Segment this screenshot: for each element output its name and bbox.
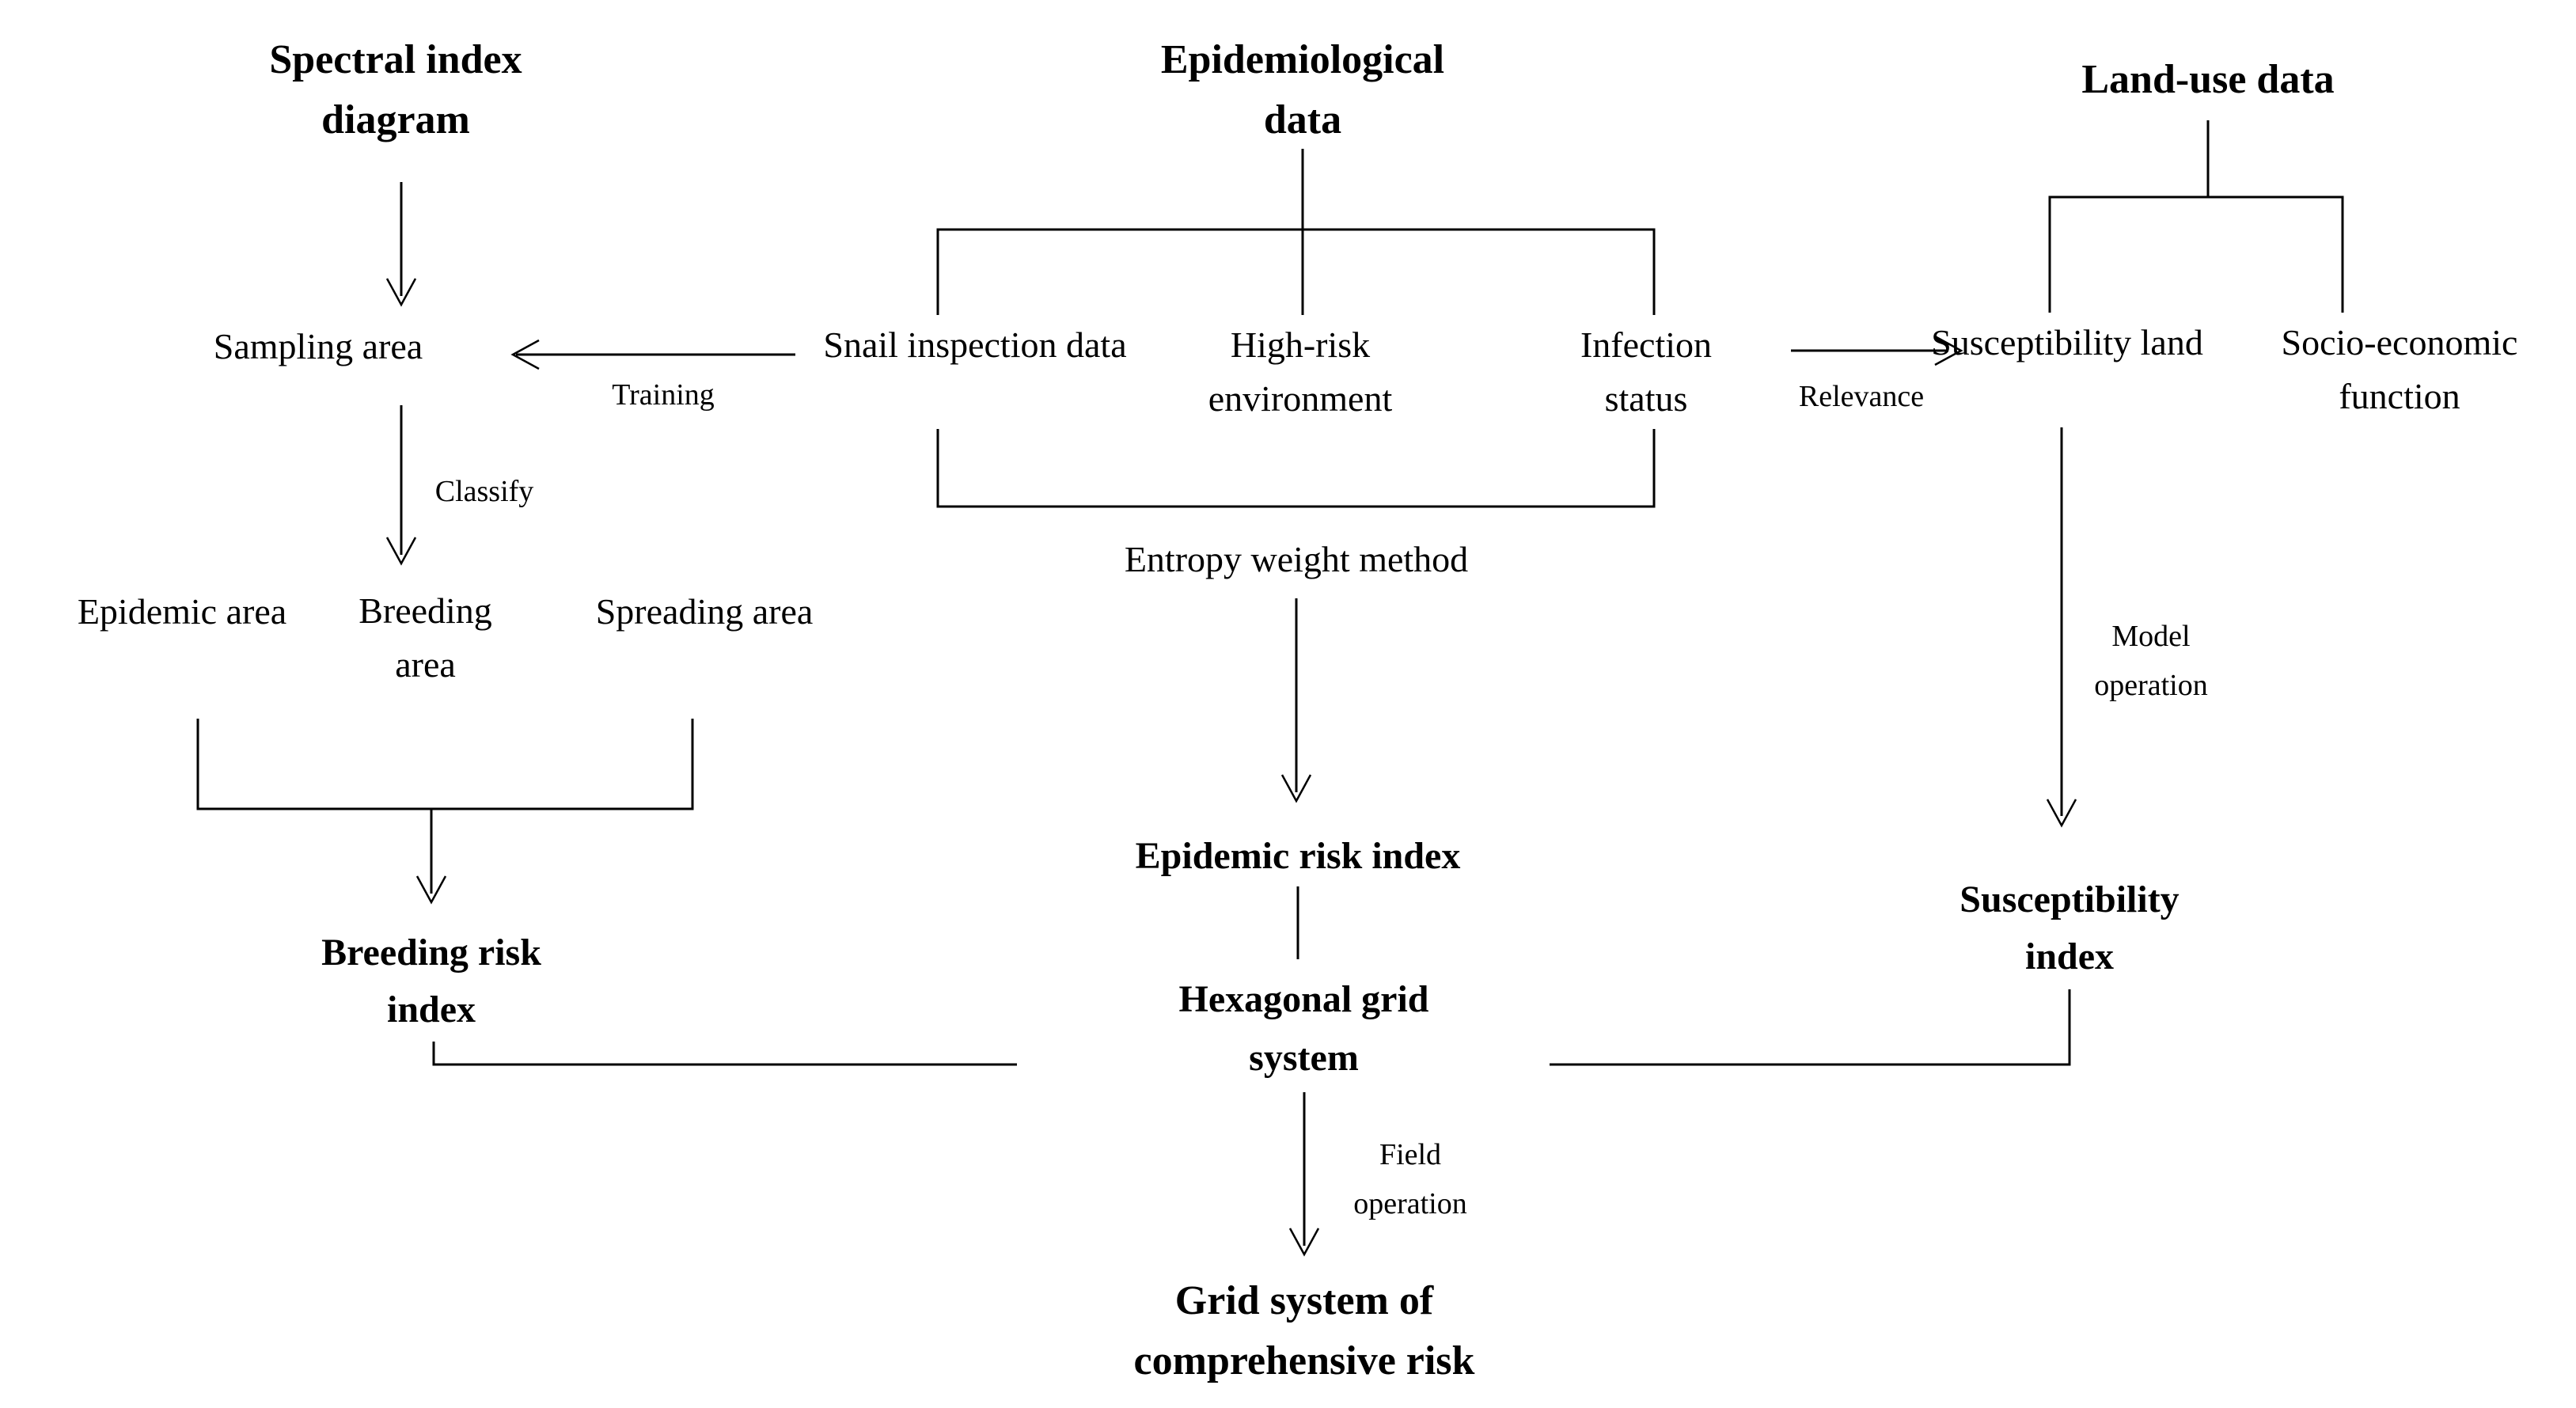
node-epidemic-area: Epidemic area bbox=[77, 591, 287, 632]
node-high-risk-environment: High-risk environment bbox=[1208, 324, 1393, 419]
node-breeding-area: Breeding area bbox=[359, 590, 492, 685]
arrowhead-gridsystem bbox=[1288, 1228, 1320, 1257]
node-spectral-index-diagram: Spectral index diagram bbox=[269, 37, 522, 142]
node-snail-inspection-data: Snail inspection data bbox=[823, 324, 1127, 365]
bracket-landuse bbox=[2048, 195, 2344, 313]
edge-label-training: Training bbox=[612, 378, 715, 412]
arrowhead-training-left bbox=[510, 339, 540, 370]
arrowhead-relevance-right bbox=[1934, 335, 1963, 366]
node-infection-status: Infection status bbox=[1580, 324, 1713, 419]
node-entropy-weight-method: Entropy weight method bbox=[1124, 539, 1469, 579]
arrowhead-susceptibility-index bbox=[2046, 799, 2077, 828]
node-hexagonal-grid-system: Hexagonal grid system bbox=[1178, 978, 1429, 1079]
bracket-epi-top bbox=[936, 228, 1656, 315]
elbow-breeding-to-hexgrid bbox=[432, 1042, 1017, 1066]
bracket-areas bbox=[196, 719, 694, 810]
node-grid-system-comprehensive-risk: Grid system of comprehensive risk bbox=[1133, 1278, 1475, 1383]
node-epidemic-risk-index: Epidemic risk index bbox=[1135, 835, 1461, 877]
arrowhead-breeding-risk bbox=[415, 875, 447, 905]
arrowhead-spectral-to-sampling bbox=[385, 278, 417, 307]
node-land-use-data: Land-use data bbox=[2081, 57, 2335, 102]
arrowhead-classify bbox=[385, 537, 417, 566]
node-sampling-area: Sampling area bbox=[213, 326, 423, 366]
node-spreading-area: Spreading area bbox=[595, 591, 814, 632]
arrowhead-epidemicrisk bbox=[1280, 774, 1312, 803]
elbow-susceptibility-to-hexgrid bbox=[1550, 989, 2071, 1066]
node-susceptibility-land: Susceptibility land bbox=[1931, 322, 2203, 362]
node-breeding-risk-index: Breeding risk index bbox=[321, 932, 541, 1030]
edge-label-field-operation: Field operation bbox=[1353, 1138, 1467, 1220]
node-epidemiological-data: Epidemiological data bbox=[1160, 37, 1445, 142]
bracket-epi-bottom bbox=[936, 429, 1656, 508]
edge-label-classify: Classify bbox=[434, 475, 534, 508]
node-susceptibility-index: Susceptibility index bbox=[1960, 879, 2180, 977]
edge-label-model-operation: Model operation bbox=[2094, 620, 2208, 702]
node-socio-economic-function: Socio-economic function bbox=[2281, 322, 2518, 416]
edge-label-relevance: Relevance bbox=[1798, 380, 1925, 413]
